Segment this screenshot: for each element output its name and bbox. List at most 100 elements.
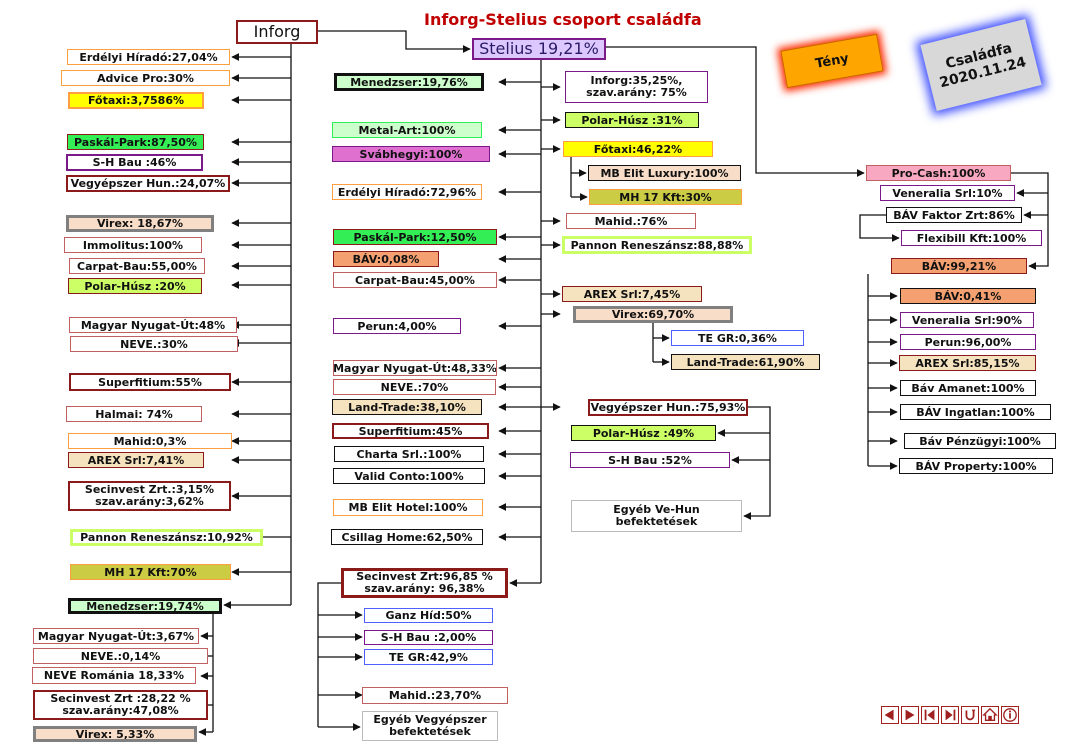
node-immolitus: Immolitus:100% (64, 237, 202, 253)
node-superfitium-m: Superfitium:45% (332, 423, 489, 439)
info-icon (1003, 708, 1017, 722)
node-bav-amanet: Báv Amanet:100% (900, 380, 1036, 396)
node-arex-r: AREX Srl:7,45% (562, 286, 702, 302)
node-carpat-bau-m: Carpat-Bau:45,00% (333, 272, 497, 288)
node-csillag-home: Csillag Home:62,50% (331, 529, 483, 545)
node-pannon-r: Pannon Reneszánsz:88,88% (562, 236, 752, 254)
node-paskal-park-l: Paskál-Park:87,50% (67, 134, 204, 150)
node-mh17-r: MH 17 Kft:30% (589, 189, 742, 205)
node-sh-bau-l: S-H Bau :46% (66, 154, 203, 171)
node-land-trade-m: Land-Trade:38,10% (332, 399, 482, 415)
vegyepszer-branch (743, 406, 771, 520)
node-carpat-bau-l: Carpat-Bau:55,00% (69, 258, 205, 274)
next-button[interactable] (901, 706, 919, 724)
node-sh-bau-r: S-H Bau :52% (570, 452, 730, 468)
node-te-gr-m: TE GR:42,9% (364, 649, 493, 665)
node-paskal-park-m: Paskál-Park:12,50% (333, 229, 497, 245)
bavfaktor-to-flexibill (859, 214, 900, 242)
node-secinvest-m: Secinvest Zrt:96,85 % szav.arány: 96,38% (341, 568, 508, 598)
home-button[interactable] (981, 706, 999, 724)
node-svabhegyi: Svábhegyi:100% (332, 146, 490, 162)
node-bav-r: BÁV:99,21% (891, 258, 1027, 274)
node-mh17-l: MH 17 Kft:70% (70, 564, 231, 580)
node-halmai: Halmai: 74% (66, 406, 202, 422)
node-te-gr-r: TE GR:0,36% (671, 330, 804, 346)
last-button[interactable] (941, 706, 959, 724)
home-icon (982, 707, 998, 721)
last-icon (945, 709, 956, 721)
node-superfitium-l: Superfitium:55% (69, 373, 231, 391)
node-magyar-nyugat-l: Magyar Nyugat-Út:48% (69, 317, 237, 333)
node-bav-property: BÁV Property:100% (899, 458, 1053, 474)
previous-button[interactable] (881, 706, 899, 724)
node-arex-l: AREX Srl:7,41% (68, 452, 204, 468)
node-bav-penzugyi: Báv Pénzügyi:100% (904, 433, 1056, 449)
node-inforg-share: Inforg:35,25%, szav.arány: 75% (565, 71, 708, 103)
node-pannon-l: Pannon Reneszánsz:10,92% (70, 529, 263, 546)
node-metal-art: Metal-Art:100% (332, 122, 482, 138)
node-menedzser-l: Menedzser:19,74% (68, 598, 222, 614)
node-bav-r2: BÁV:0,41% (900, 288, 1036, 304)
first-button[interactable] (921, 706, 939, 724)
node-stelius: Stelius 19,21% (472, 38, 606, 60)
node-sh-bau-m: S-H Bau :2,00% (364, 630, 493, 645)
node-mahid-l: Mahid:0,3% (68, 433, 232, 449)
inforg-to-stelius (318, 30, 471, 53)
return-button[interactable] (961, 706, 979, 724)
node-erdelyi-hirado-l: Erdélyi Híradó:27,04% (67, 49, 230, 65)
node-magyar-nyugat-bl: Magyar Nyugat-Út:3,67% (33, 628, 199, 644)
node-polar-husz-l: Polar-Húsz :20% (68, 278, 202, 294)
node-menedzser-m: Menedzser:19,76% (334, 73, 484, 91)
node-fotaxi-r: Főtaxi:46,22% (563, 141, 713, 157)
node-advice-pro: Advice Pro:30% (61, 70, 230, 86)
node-inforg: Inforg (236, 20, 318, 44)
navigation-bar (881, 706, 1019, 724)
node-virex-r: Virex:69,70% (573, 306, 733, 323)
first-icon (924, 709, 935, 721)
return-icon (965, 709, 976, 721)
next-icon (905, 709, 915, 721)
node-veneralia-r2: Veneralia Srl:90% (900, 312, 1034, 328)
previous-icon (884, 709, 894, 721)
node-vegyepszer-l: Vegyépszer Hun.:24,07% (66, 175, 230, 192)
node-bav-ingatlan: BÁV Ingatlan:100% (900, 404, 1051, 420)
node-arex-r2: AREX Srl:85,15% (899, 355, 1036, 371)
node-virex-bl: Virex: 5,33% (33, 726, 197, 742)
node-vegyepszer-r: Vegyépszer Hun.:75,93% (588, 399, 748, 416)
node-virex-l: Virex: 18,67% (66, 215, 214, 232)
node-neve-l: NEVE.:30% (70, 336, 238, 352)
node-valid-conto: Valid Conto:100% (333, 468, 485, 484)
node-egyeb-vegyepszer: Egyéb Vegyépszer befektetések (362, 711, 498, 741)
node-perun-m: Perun:4,00% (333, 318, 461, 334)
node-erdelyi-hirado-m: Erdélyi Híradó:72,96% (332, 184, 482, 200)
node-veneralia-r1: Veneralia Srl:10% (880, 185, 1015, 201)
node-charta: Charta Srl.:100% (334, 446, 484, 462)
node-fotaxi-l: Főtaxi:3,7586% (68, 92, 204, 109)
node-secinvest-l: Secinvest Zrt.:3,15% szav.arány:3,62% (68, 481, 231, 511)
node-secinvest-bl: Secinvest Zrt :28,22 % szav.arány:47,08% (33, 690, 208, 720)
node-mahid-m: Mahid.:23,70% (362, 687, 508, 704)
node-perun-r: Perun:96,00% (900, 334, 1036, 350)
node-magyar-nyugat-m: Magyar Nyugat-Út:48,33% (333, 360, 497, 376)
node-egyeb-vehun: Egyéb Ve-Hun befektetések (571, 500, 742, 532)
node-land-trade-r: Land-Trade:61,90% (671, 354, 820, 370)
stelius-to-procash (606, 46, 865, 177)
node-neve-romania: NEVE Románia 18,33% (32, 667, 196, 684)
node-pro-cash: Pro-Cash:100% (866, 165, 1011, 181)
node-bav-faktor: BÁV Faktor Zrt:86% (886, 207, 1022, 223)
node-mahid-r: Mahid.:76% (566, 213, 696, 229)
info-button[interactable] (1001, 706, 1019, 724)
diagram-title: Inforg-Stelius csoport családfa (424, 10, 702, 29)
node-mb-elit-luxury: MB Elit Luxury:100% (588, 165, 741, 181)
secinvest-trunk (317, 582, 341, 727)
procash-trunk (1011, 172, 1049, 270)
node-neve-m: NEVE.:70% (333, 379, 496, 395)
node-flexibill: Flexibill Kft:100% (901, 230, 1042, 246)
node-polar-husz-r2: Polar-Húsz :49% (571, 425, 716, 441)
node-mb-elit-hotel: MB Elit Hotel:100% (333, 499, 483, 516)
node-bav-m: BÁV:0,08% (333, 251, 439, 267)
node-polar-husz-r1: Polar-Húsz :31% (565, 112, 699, 128)
node-neve-bl: NEVE.:0,14% (33, 648, 208, 664)
